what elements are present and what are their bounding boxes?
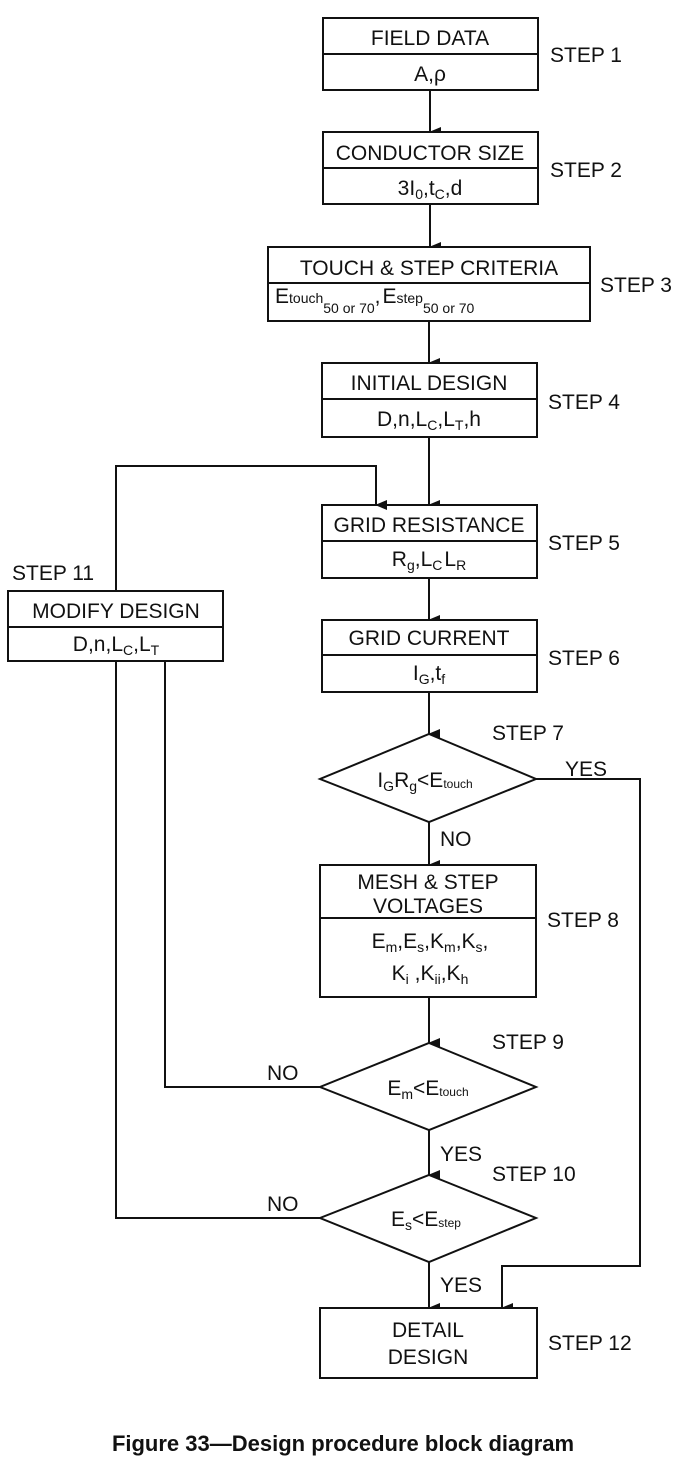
- mesh-step-title-2: VOLTAGES: [373, 895, 483, 918]
- conductor-size-vars: 3I0,tC,d: [398, 177, 463, 202]
- box-grid-current: GRID CURRENT IG,tf: [321, 619, 538, 693]
- figure-caption: Figure 33—Design procedure block diagram: [112, 1431, 574, 1456]
- box-detail-design: DETAIL DESIGN: [319, 1307, 538, 1379]
- step-10-label: STEP 10: [492, 1163, 576, 1186]
- detail-design-title-1: DETAIL: [392, 1319, 464, 1342]
- box-touch-step-criteria: TOUCH & STEP CRITERIA Etouch50 or 70,Est…: [267, 246, 591, 322]
- step-7-yes: YES: [565, 758, 607, 781]
- grid-current-title: GRID CURRENT: [349, 627, 510, 650]
- field-data-vars: A,ρ: [414, 63, 446, 86]
- step-10-condition: Es<Estep: [391, 1208, 461, 1233]
- box-mesh-step-voltages: MESH & STEP VOLTAGES Em,Es,Km,Ks, Ki ,Ki…: [319, 864, 537, 998]
- arrow-11-5: [115, 465, 387, 591]
- arrow-10-no-11: [115, 633, 320, 1219]
- step-8-label: STEP 8: [547, 909, 619, 932]
- detail-design-title-2: DESIGN: [388, 1346, 469, 1369]
- initial-design-title: INITIAL DESIGN: [351, 372, 508, 395]
- step-2-label: STEP 2: [550, 159, 622, 182]
- step-7-no: NO: [440, 828, 472, 851]
- step-9-condition: Em<Etouch: [387, 1077, 468, 1102]
- mesh-step-vars-2: Ki ,Kii,Kh: [392, 962, 469, 987]
- grid-resistance-vars: Rg,LCLR: [392, 548, 466, 573]
- decision-step-10: Es<Estep: [317, 1173, 539, 1264]
- step-4-label: STEP 4: [548, 391, 620, 414]
- step-6-label: STEP 6: [548, 647, 620, 670]
- touch-step-vars: Etouch50 or 70,Estep50 or 70: [275, 285, 475, 316]
- box-modify-design: MODIFY DESIGN D,n,LC,LT: [7, 590, 224, 662]
- box-field-data: FIELD DATA A,ρ: [322, 17, 539, 91]
- mesh-step-title-1: MESH & STEP: [357, 871, 498, 894]
- grid-current-vars: IG,tf: [413, 662, 445, 687]
- arrow-9-no-11: [164, 633, 320, 1088]
- mesh-step-vars-1: Em,Es,Km,Ks,: [372, 930, 489, 955]
- box-grid-resistance: GRID RESISTANCE Rg,LCLR: [321, 504, 538, 579]
- step-1-label: STEP 1: [550, 44, 622, 67]
- step-9-no: NO: [267, 1062, 299, 1085]
- step-7-condition: IGRg<Etouch: [377, 769, 472, 794]
- box-conductor-size: CONDUCTOR SIZE 3I0,tC,d: [322, 131, 539, 205]
- grid-resistance-title: GRID RESISTANCE: [334, 514, 525, 537]
- step-10-no: NO: [267, 1193, 299, 1216]
- step-9-yes: YES: [440, 1143, 482, 1166]
- step-10-yes: YES: [440, 1274, 482, 1297]
- step-3-label: STEP 3: [600, 274, 672, 297]
- step-12-label: STEP 12: [548, 1332, 632, 1355]
- initial-design-vars: D,n,LC,LT,h: [377, 408, 481, 433]
- step-9-label: STEP 9: [492, 1031, 564, 1054]
- conductor-size-title: CONDUCTOR SIZE: [336, 142, 525, 165]
- field-data-title: FIELD DATA: [371, 27, 489, 50]
- step-11-label: STEP 11: [12, 562, 94, 585]
- modify-design-title: MODIFY DESIGN: [32, 600, 200, 623]
- arrow-7-yes-12: [501, 778, 641, 1313]
- step-7-label: STEP 7: [492, 722, 564, 745]
- box-initial-design: INITIAL DESIGN D,n,LC,LT,h: [321, 362, 538, 438]
- touch-step-title: TOUCH & STEP CRITERIA: [300, 257, 558, 280]
- decision-step-7: IGRg<Etouch: [317, 732, 539, 824]
- modify-design-vars: D,n,LC,LT: [73, 633, 160, 658]
- decision-step-9: Em<Etouch: [317, 1041, 539, 1132]
- step-5-label: STEP 5: [548, 532, 620, 555]
